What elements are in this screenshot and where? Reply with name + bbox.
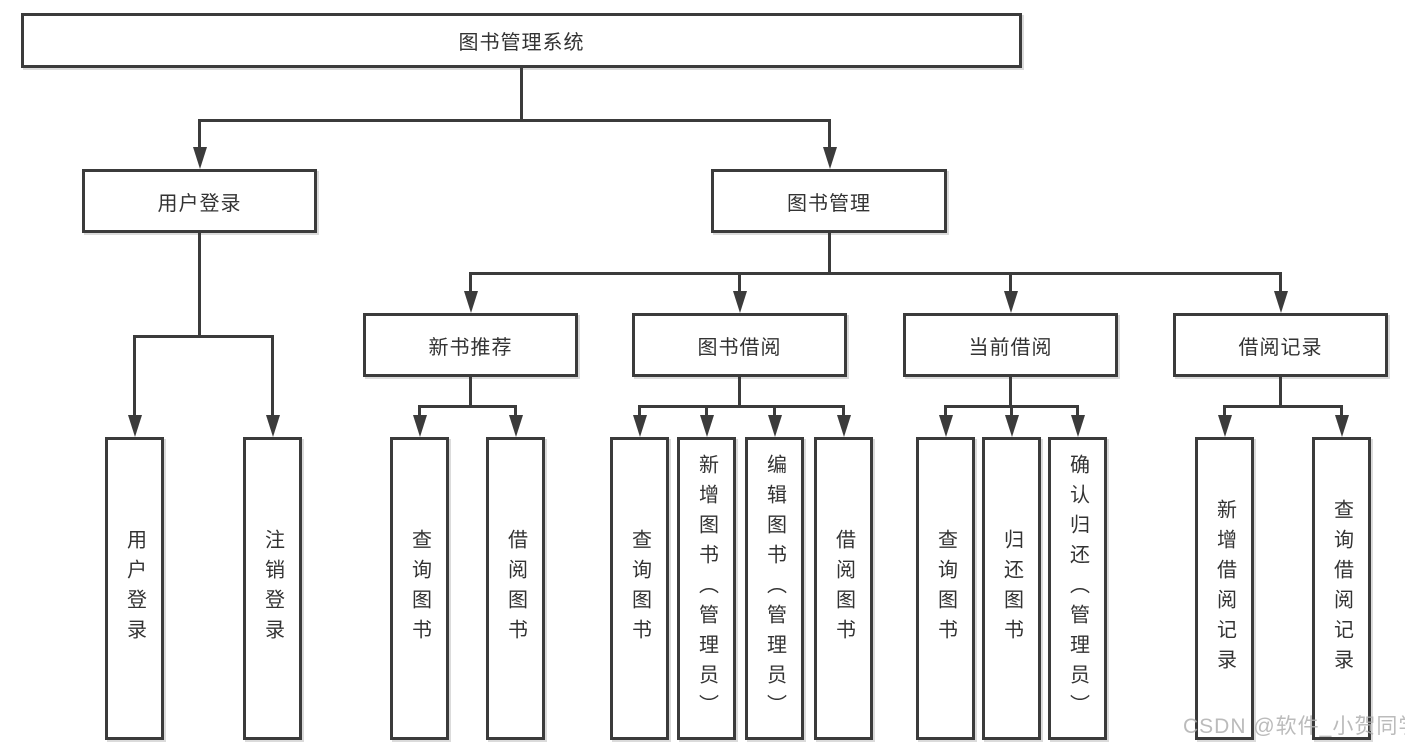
node-leaf-bb-query-books: 查询图书 [610,437,669,740]
csdn-watermark: CSDN @软件_小贺同学 [1183,715,1405,738]
arrowhead-to-new-book-recommend [464,291,478,313]
node-leaf-user-login: 用户登录 [105,437,164,740]
node-leaf-logout: 注销登录 [243,437,302,740]
connector-new-book-recommend-hline [418,405,517,408]
node-label: 新增图书（管理员） [695,453,718,724]
node-label: 借阅图书 [832,528,855,649]
connector-book-management-hline [469,272,1282,275]
connector-borrowing-records-stub [1279,377,1282,405]
connector-stem-bb-add-books [705,405,708,415]
connector-stem-login [133,335,136,415]
node-label: 编辑图书（管理员） [763,453,786,724]
connector-stem-nbr-query-books [418,405,421,415]
arrowhead-to-cb-query-books [939,415,953,437]
arrowhead-to-bb-edit-books [768,415,782,437]
connector-stem-nbr-borrow-books [514,405,517,415]
connector-stem-cb-confirm-return [1076,405,1079,415]
connector-stem-current-borrowing [1009,272,1012,291]
connector-borrowing-records-hline [1223,405,1343,408]
node-new-book-recommend: 新书推荐 [363,313,578,377]
connector-stem-bb-edit-books [773,405,776,415]
node-leaf-bb-borrow-books: 借阅图书 [814,437,873,740]
node-label: 查询图书 [408,528,431,649]
node-leaf-cb-return-books: 归还图书 [982,437,1041,740]
node-borrowing-records: 借阅记录 [1173,313,1388,377]
node-library-management-system: 图书管理系统 [21,13,1022,68]
connector-stem-new-book-recommend [469,272,472,291]
node-leaf-bb-add-books-admin: 新增图书（管理员） [677,437,736,740]
arrowhead-to-br-query-record [1335,415,1349,437]
node-label: 用户登录 [123,528,146,649]
node-user-login: 用户登录 [82,169,317,233]
connector-stem-user-login [198,119,201,147]
arrowhead-to-current-borrowing [1004,291,1018,313]
connector-stem-cb-query-books [944,405,947,415]
arrowhead-to-logout [266,415,280,437]
node-label: 图书管理系统 [458,32,585,54]
arrowhead-to-nbr-query-books [413,415,427,437]
arrowhead-to-bb-borrow-books [837,415,851,437]
node-label: 用户登录 [157,192,242,215]
connector-root-stub [520,68,523,119]
connector-root-hline [198,119,831,122]
node-label: 当前借阅 [968,336,1053,359]
node-leaf-nbr-query-books: 查询图书 [390,437,449,740]
connector-stem-logout [271,335,274,415]
connector-stem-bb-borrow-books [842,405,845,415]
node-leaf-cb-confirm-return-admin: 确认归还（管理员） [1048,437,1107,740]
node-leaf-br-add-borrow-record: 新增借阅记录 [1195,437,1254,740]
node-leaf-bb-edit-books-admin: 编辑图书（管理员） [745,437,804,740]
connector-new-book-recommend-stub [469,377,472,405]
connector-current-borrowing-stub [1009,377,1012,405]
node-leaf-br-query-borrow-record: 查询借阅记录 [1312,437,1371,740]
node-label: 图书借阅 [697,336,782,359]
connector-stem-br-query-record [1340,405,1343,415]
node-leaf-cb-query-books: 查询图书 [916,437,975,740]
arrowhead-to-login [128,415,142,437]
arrowhead-to-bb-add-books [700,415,714,437]
arrowhead-to-cb-confirm-return [1071,415,1085,437]
connector-user-login-hline [133,335,274,338]
connector-stem-br-add-record [1223,405,1226,415]
node-label: 新书推荐 [428,336,513,359]
arrowhead-to-bb-query-books [633,415,647,437]
connector-stem-book-borrowing [738,272,741,291]
node-book-borrowing: 图书借阅 [632,313,847,377]
connector-stem-borrowing-records [1279,272,1282,291]
arrowhead-to-nbr-borrow-books [509,415,523,437]
connector-stem-book-management [828,119,831,147]
node-label: 查询借阅记录 [1330,498,1353,679]
node-current-borrowing: 当前借阅 [903,313,1118,377]
node-label: 注销登录 [261,528,284,649]
node-label: 查询图书 [628,528,651,649]
node-label: 新增借阅记录 [1213,498,1236,679]
arrowhead-to-br-add-record [1218,415,1232,437]
node-label: 归还图书 [1000,528,1023,649]
connector-book-management-stub [828,233,831,272]
node-book-management: 图书管理 [711,169,947,233]
arrowhead-to-user-login [193,147,207,169]
connector-stem-bb-query-books [638,405,641,415]
arrowhead-to-borrowing-records [1274,291,1288,313]
connector-book-borrowing-stub [738,377,741,405]
node-leaf-nbr-borrow-books: 借阅图书 [486,437,545,740]
node-label: 确认归还（管理员） [1066,453,1089,724]
node-label: 借阅记录 [1238,336,1323,359]
arrowhead-to-book-borrowing [733,291,747,313]
node-label: 图书管理 [787,192,871,215]
node-label: 查询图书 [934,528,957,649]
connector-stem-cb-return-books [1010,405,1013,415]
arrowhead-to-book-management [823,147,837,169]
node-label: 借阅图书 [504,528,527,649]
connector-book-borrowing-hline [638,405,845,408]
arrowhead-to-cb-return-books [1005,415,1019,437]
connector-user-login-stub [198,233,201,335]
